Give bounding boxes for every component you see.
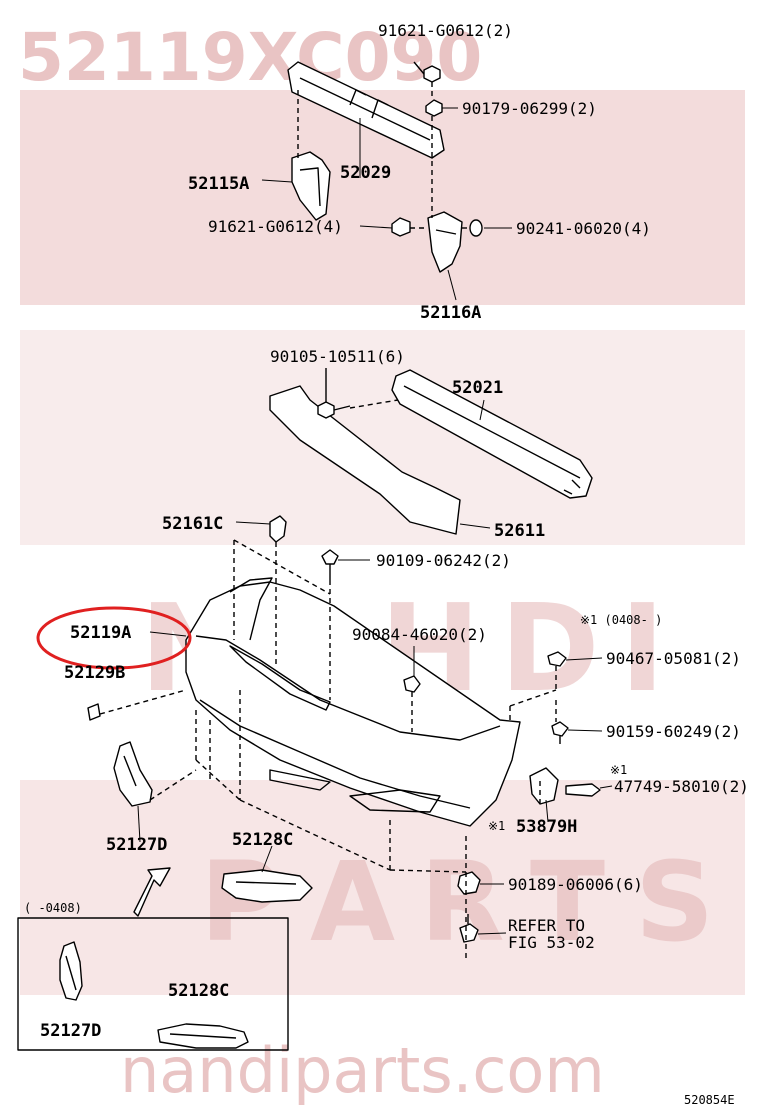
bumper-cover-lower-line: [199, 699, 471, 809]
label-52128c: 52128C: [232, 830, 293, 850]
guide-lines-mid: [349, 399, 399, 409]
guide-lines-bumper: [99, 539, 557, 960]
watermark-parts-r: R: [420, 838, 505, 966]
clip-52161c: [269, 515, 287, 543]
bumper-grille-opening: [229, 645, 331, 711]
label-90189-06006: 90189-06006(6): [508, 875, 643, 894]
fog-cover-52128c-slot: [235, 881, 297, 885]
label-52029: 52029: [340, 163, 391, 183]
bumper-cover-upper-edge: [195, 635, 501, 741]
figure-code: 520854E: [684, 1093, 735, 1107]
label-90159-60249: 90159-60249(2): [606, 722, 741, 741]
energy-absorber-52611: [269, 385, 461, 535]
reinforcement-52021: [391, 369, 593, 499]
bumper-cover-52119a: [185, 581, 521, 827]
label-fig-53-02: FIG 53-02: [508, 933, 595, 952]
label-52115a: 52115A: [188, 174, 249, 194]
reinforcement-holes: [563, 479, 581, 495]
label-52127d: 52127D: [106, 835, 167, 855]
label-90179-06299: 90179-06299(2): [462, 99, 597, 118]
label-inset-date: ( -0408): [24, 901, 82, 915]
label-52116a: 52116A: [420, 303, 481, 323]
watermark-parts-t: T: [530, 838, 605, 966]
label-52611: 52611: [494, 521, 545, 541]
nut-90179: [425, 99, 443, 117]
upper-support-bar-edge: [299, 77, 431, 141]
bolt-90109: [321, 549, 339, 580]
bracket-52116a-fold: [435, 229, 457, 235]
side-cover-52127d: [113, 741, 153, 807]
screw-refer-53-02: [459, 914, 479, 943]
clip-90189: [457, 871, 481, 895]
bracket-52116a: [427, 211, 463, 273]
label-inset-52128c: 52128C: [168, 981, 229, 1001]
callout-labels: 91621-G0612(2) 90179-06299(2) 52115A 520…: [24, 21, 749, 1107]
screw-90159: [551, 721, 569, 744]
watermark-band-mid: [20, 330, 745, 545]
watermark-letter-i: I: [620, 580, 665, 719]
label-note-1: ※1: [610, 763, 627, 777]
clip-91621-mid: [391, 217, 411, 237]
label-refer-to: REFER TO: [508, 916, 585, 935]
bracket-53879h: [529, 767, 559, 805]
inset-box: [17, 917, 289, 1051]
bumper-lower-slot: [269, 769, 331, 791]
label-note-0408: ※1 (0408- ): [580, 613, 662, 627]
bolt-90105: [317, 368, 351, 419]
fog-cover-52128c: [221, 869, 313, 903]
nut-90467: [547, 651, 567, 667]
label-52119a: 52119A: [70, 623, 131, 643]
reinforcement-52021-edge: [403, 385, 581, 479]
label-52161c: 52161C: [162, 514, 223, 534]
label-90467-05081: 90467-05081(2): [606, 649, 741, 668]
watermark-parts-s: S: [635, 838, 714, 966]
watermark-layer: 52119XC090 N A H D I P A R T S nandipart…: [18, 19, 745, 1107]
upper-support-tab-2: [371, 99, 389, 119]
screw-47749: [565, 783, 601, 797]
inset-side-cover-rib: [65, 955, 77, 991]
clip-90084: [403, 675, 421, 693]
watermark-band-bottom: [20, 780, 745, 995]
label-47749-58010: 47749-58010(2): [614, 777, 749, 796]
drawing-layer: [17, 61, 613, 1051]
leader-lines: [137, 107, 613, 935]
upper-support-tab: [349, 89, 367, 106]
label-52021: 52021: [452, 378, 503, 398]
highlight-ellipse-52119a: [36, 606, 192, 670]
inset-arrow: [133, 867, 171, 917]
label-90109-06242: 90109-06242(2): [376, 551, 511, 570]
watermark-top-code: 52119XC090: [18, 19, 482, 96]
guide-lines-top: [297, 82, 470, 229]
label-52129b: 52129B: [64, 663, 125, 683]
bracket-52115a-fold: [299, 167, 321, 207]
watermark-parts-a: A: [310, 838, 395, 966]
label-53879h: 53879H: [516, 817, 577, 837]
label-note-1b: ※1: [488, 819, 505, 833]
bolt-91621-top: [413, 61, 441, 83]
label-91621-g0612-mid: 91621-G0612(4): [208, 217, 343, 236]
label-90084-46020: 90084-46020(2): [352, 625, 487, 644]
inset-fog-cover-slot: [169, 1033, 237, 1039]
washer-90241: [469, 219, 483, 237]
bumper-fog-opening: [349, 789, 441, 813]
label-90241-06020: 90241-06020(4): [516, 219, 651, 238]
bumper-upper-lip: [229, 577, 273, 641]
watermark-letter-d: D: [500, 580, 600, 719]
retainer-52129b: [87, 703, 101, 721]
label-inset-52127d: 52127D: [40, 1021, 101, 1041]
side-cover-52127d-rib: [123, 755, 137, 787]
label-90105-10511: 90105-10511(6): [270, 347, 405, 366]
label-91621-g0612-top: 91621-G0612(2): [378, 21, 513, 40]
